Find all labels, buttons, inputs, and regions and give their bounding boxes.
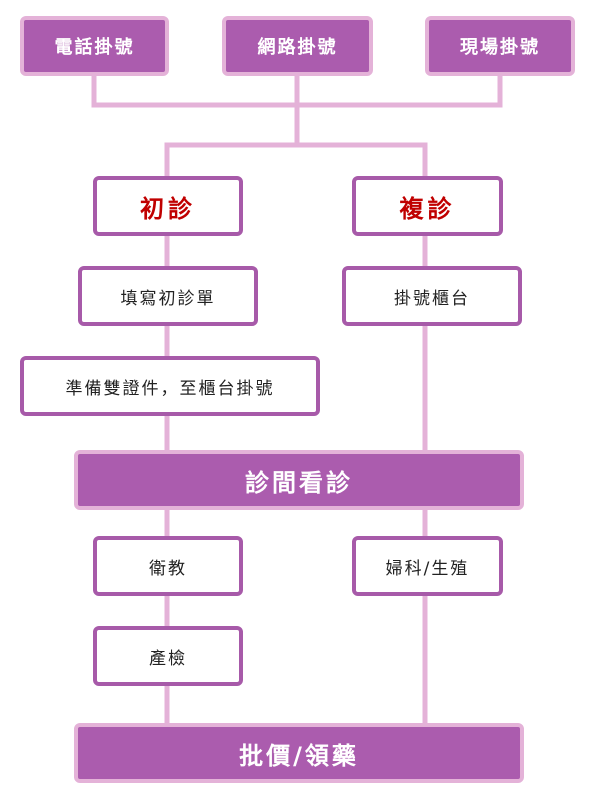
registration-counter-box: 掛號櫃台 xyxy=(342,266,522,326)
prepare-id-box: 準備雙證件，至櫃台掛號 xyxy=(20,356,320,416)
gyn-reproductive-label: 婦科/生殖 xyxy=(385,558,470,579)
registration-counter-label: 掛號櫃台 xyxy=(394,288,470,309)
payment-pharmacy-label: 批價/領藥 xyxy=(239,741,359,770)
consultation-box: 診間看診 xyxy=(74,450,524,510)
first-visit-label: 初診 xyxy=(140,194,196,223)
return-visit-label: 複診 xyxy=(399,194,456,223)
fill-first-visit-form-label: 填寫初診單 xyxy=(120,288,216,309)
health-education-label: 衛教 xyxy=(149,558,187,579)
health-education-box: 衛教 xyxy=(93,536,243,596)
online-registration-label: 網路掛號 xyxy=(257,37,338,58)
prepare-id-label: 準備雙證件，至櫃台掛號 xyxy=(65,378,275,399)
consultation-label: 診間看診 xyxy=(245,468,353,497)
return-visit-box: 複診 xyxy=(352,176,503,236)
prenatal-checkup-box: 產檢 xyxy=(93,626,243,686)
gyn-reproductive-box: 婦科/生殖 xyxy=(352,536,503,596)
first-visit-box: 初診 xyxy=(93,176,243,236)
fill-first-visit-form-box: 填寫初診單 xyxy=(78,266,258,326)
onsite-registration-label: 現場掛號 xyxy=(460,37,540,58)
prenatal-checkup-label: 產檢 xyxy=(149,648,187,669)
phone-registration-box: 電話掛號 xyxy=(20,16,169,76)
online-registration-box: 網路掛號 xyxy=(222,16,373,76)
phone-registration-label: 電話掛號 xyxy=(54,37,135,58)
onsite-registration-box: 現場掛號 xyxy=(425,16,575,76)
payment-pharmacy-box: 批價/領藥 xyxy=(74,723,524,783)
